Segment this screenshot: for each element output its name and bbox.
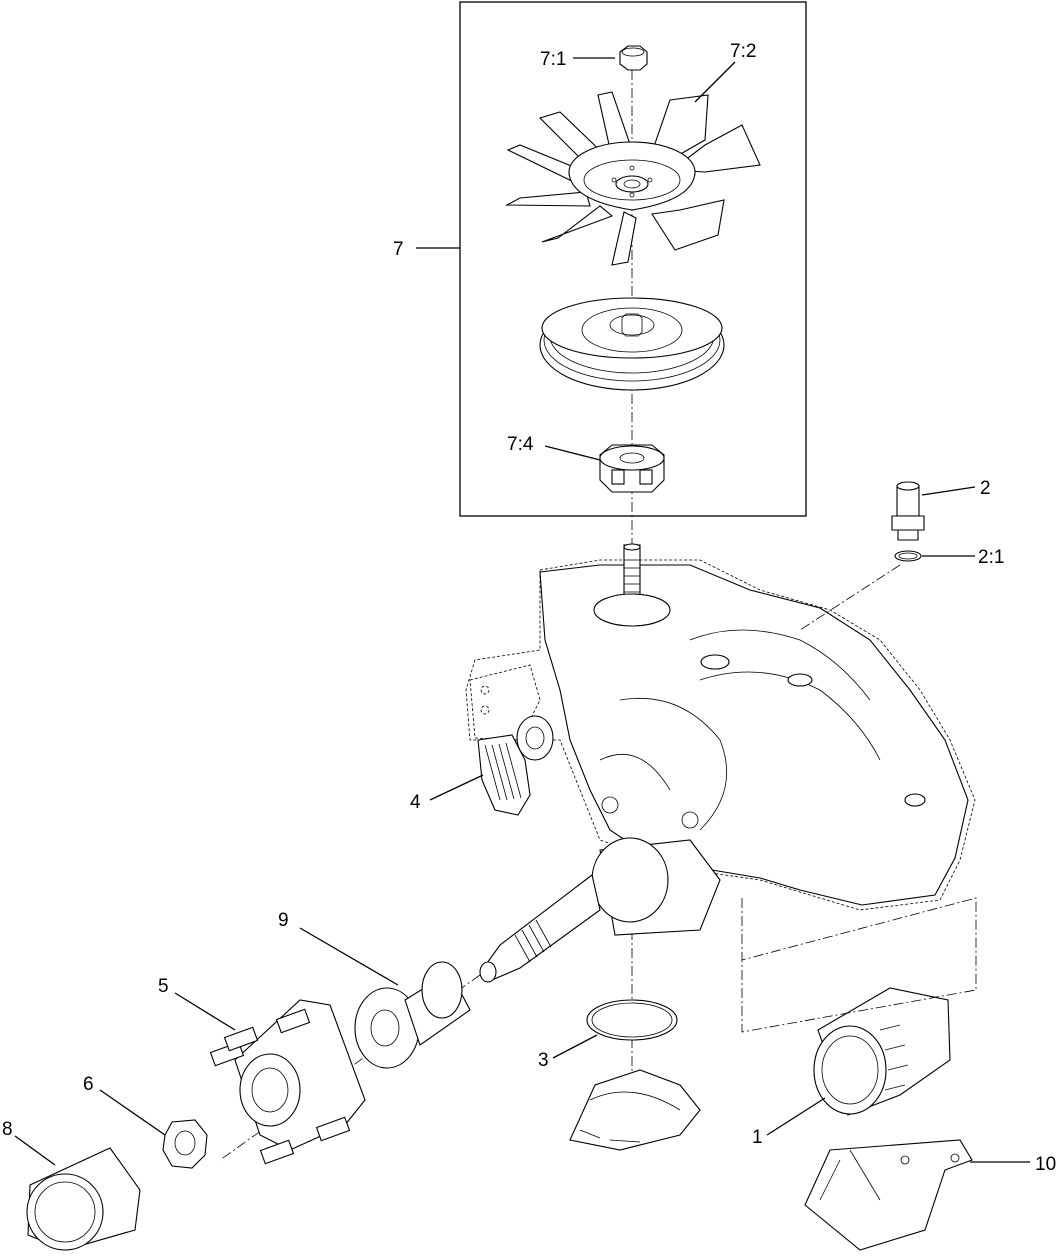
callout-8: 8: [2, 1119, 13, 1140]
oil-filter-1: [813, 987, 951, 1116]
item-7-group-box: [459, 1, 807, 517]
transaxle-housing: [465, 543, 976, 911]
o-ring-2-1: [894, 550, 922, 562]
callout-3: 3: [538, 1050, 549, 1071]
filter-phantom-box: [741, 897, 977, 1033]
hub-spacer-9: [354, 961, 471, 1069]
wheel-hub-5: [209, 999, 366, 1165]
nut-7-1: [619, 45, 648, 71]
callout-9: 9: [278, 910, 289, 931]
callout-7-2: 7:2: [730, 41, 756, 62]
callout-7-4: 7:4: [507, 434, 534, 455]
hub-cap-8: [26, 1147, 141, 1251]
drive-pulley: [539, 297, 725, 391]
axle-cover: [569, 1069, 701, 1151]
callout-7: 7: [393, 239, 404, 260]
callout-2-1: 2:1: [978, 547, 1004, 568]
pulley-hub-7-4: [599, 444, 665, 493]
bypass-lever-4: [477, 715, 554, 816]
callout-4: 4: [410, 792, 421, 813]
fitting-2-axis: [799, 564, 901, 631]
callout-7-1: 7:1: [540, 49, 566, 70]
callout-5: 5: [158, 976, 169, 997]
callout-2: 2: [980, 478, 991, 499]
callout-10: 10: [1035, 1154, 1056, 1175]
o-ring-3: [586, 999, 678, 1041]
axle-nut-6: [162, 1119, 208, 1169]
fitting-2: [891, 481, 925, 541]
axle-shaft: [219, 837, 721, 1161]
callout-6: 6: [83, 1074, 94, 1095]
filter-guard-10: [804, 1139, 973, 1251]
callout-1: 1: [752, 1127, 763, 1148]
cooling-fan-7-2: [504, 91, 761, 266]
